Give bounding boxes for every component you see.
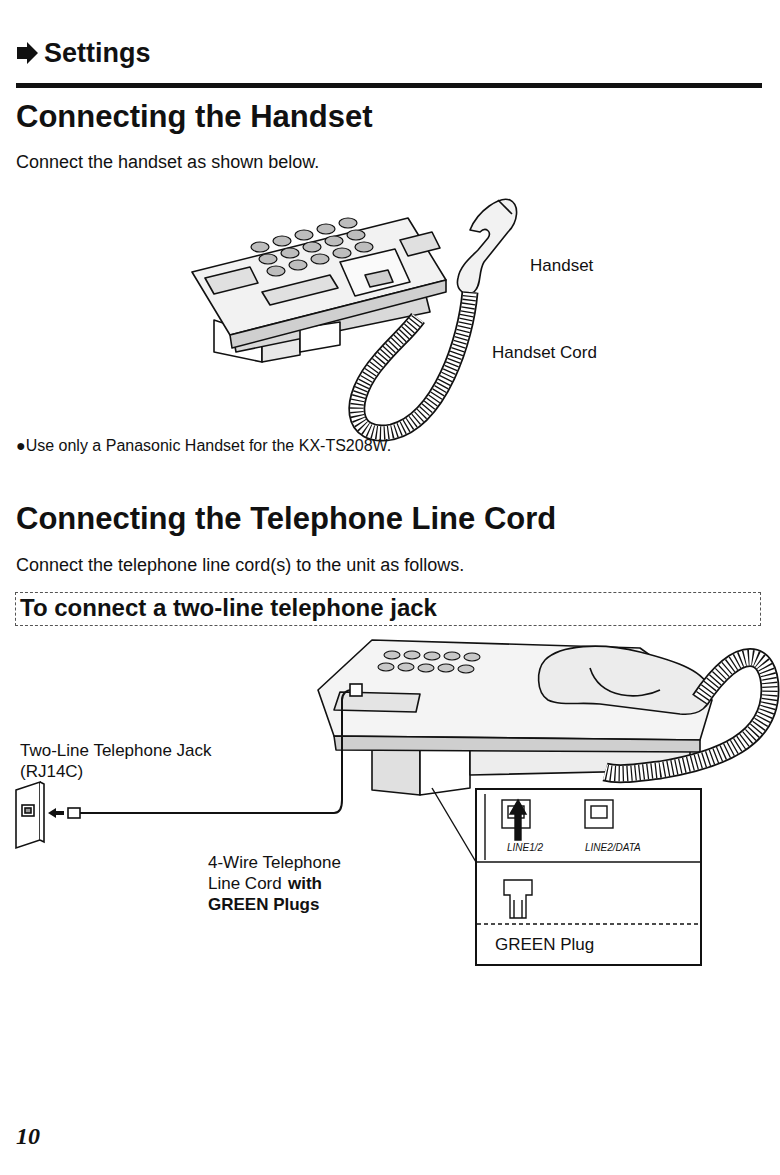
section-heading: Connecting the Telephone Line Cord: [16, 500, 556, 537]
page-number: 10: [16, 1122, 40, 1151]
instruction-text: Connect the handset as shown below.: [16, 152, 319, 174]
part-name: 4-Wire Telephone Line Cord: [208, 852, 358, 894]
subheading-box: To connect a two-line telephone jack: [15, 592, 761, 626]
instruction-text: Connect the telephone line cord(s) to th…: [16, 555, 464, 577]
note-text: ●Use only a Panasonic Handset for the KX…: [16, 436, 391, 455]
wall-jack: [16, 782, 44, 848]
subheading-text: To connect a two-line telephone jack: [20, 594, 437, 623]
page-header: Settings: [44, 37, 151, 69]
part-name: GREEN Plug: [495, 935, 594, 955]
part-name: Two-Line Telephone Jack (RJ14C): [20, 740, 220, 782]
section-arrow: [17, 42, 38, 64]
inset-leader: [432, 788, 476, 862]
header-rule: [16, 83, 762, 88]
handset-cord-1: [357, 292, 470, 433]
inset-detail: [477, 794, 700, 924]
part-name: with GREEN Plugs: [208, 873, 338, 915]
handset-cord-2: [605, 658, 770, 774]
jack-name: LINE1/2: [507, 842, 543, 854]
part-name: Handset Cord: [492, 343, 597, 363]
jack-name: LINE2/DATA: [585, 842, 641, 854]
insert-arrow: [48, 808, 64, 818]
inset-box: LINE1/2 LINE2/DATA GREEN Plug: [475, 788, 702, 966]
section-heading: Connecting the Handset: [16, 98, 373, 135]
part-name: Handset: [530, 256, 593, 276]
